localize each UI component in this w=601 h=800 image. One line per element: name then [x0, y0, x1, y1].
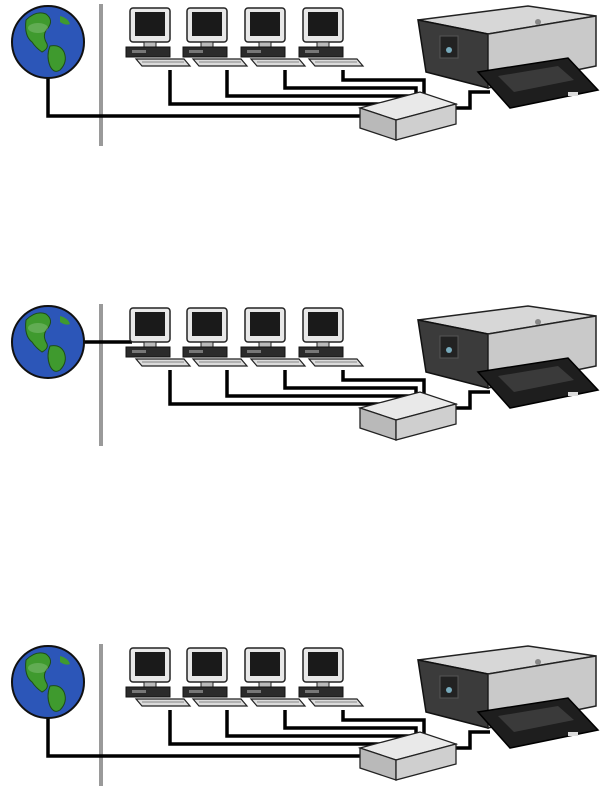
network-diagram-2 — [0, 300, 601, 460]
network-hub-icon — [360, 92, 456, 140]
desktop-computer-icon — [183, 308, 247, 366]
network-cable — [456, 732, 490, 748]
network-hub-icon — [360, 392, 456, 440]
desktop-computer-icon — [126, 308, 190, 366]
desktop-computer-icon — [183, 648, 247, 706]
desktop-computer-icon — [126, 8, 190, 66]
desktop-computer-icon — [299, 308, 363, 366]
globe-icon — [12, 646, 84, 718]
network-cable — [227, 370, 408, 402]
printer-icon — [418, 306, 598, 408]
printer-icon — [418, 6, 598, 108]
globe-icon — [12, 306, 84, 378]
network-diagram-1 — [0, 0, 601, 160]
network-cable — [48, 706, 364, 756]
desktop-computer-icon — [299, 8, 363, 66]
globe-icon — [12, 6, 84, 78]
diagram-2-svg — [0, 300, 601, 460]
desktop-computer-icon — [183, 8, 247, 66]
network-cable — [456, 92, 490, 108]
network-cable — [48, 66, 364, 116]
printer-icon — [418, 646, 598, 748]
network-hub-icon — [360, 732, 456, 780]
network-cable — [227, 710, 408, 742]
desktop-computer-icon — [299, 648, 363, 706]
diagram-1-svg — [0, 0, 601, 160]
desktop-computer-icon — [241, 648, 305, 706]
desktop-computer-icon — [241, 8, 305, 66]
network-cable — [456, 392, 490, 408]
desktop-computer-icon — [126, 648, 190, 706]
diagram-3-svg — [0, 640, 601, 800]
desktop-computer-icon — [241, 308, 305, 366]
network-diagram-3 — [0, 640, 601, 800]
network-cable — [227, 70, 408, 102]
